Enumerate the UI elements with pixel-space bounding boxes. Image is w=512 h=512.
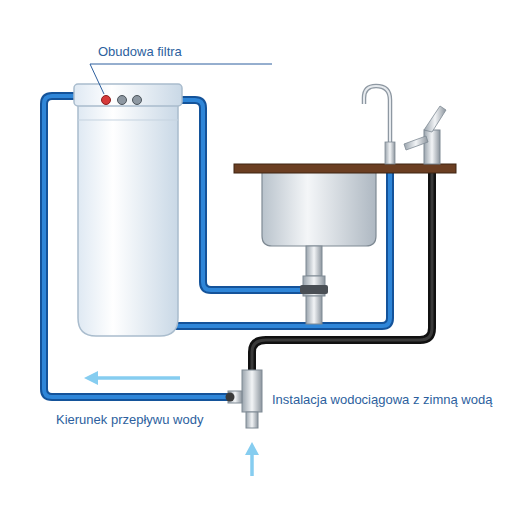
part-label: Obudowa filtra xyxy=(98,44,182,60)
leader-line xyxy=(90,64,272,94)
supply-label: Instalacja wodociągowa z zimną wodą xyxy=(272,392,492,408)
flow-label: Kierunek przepływu wody xyxy=(56,412,203,428)
pipes xyxy=(44,96,432,397)
sink xyxy=(234,164,456,324)
tee-valve xyxy=(226,370,263,428)
filter-housing xyxy=(74,84,182,336)
faucets xyxy=(364,86,446,164)
